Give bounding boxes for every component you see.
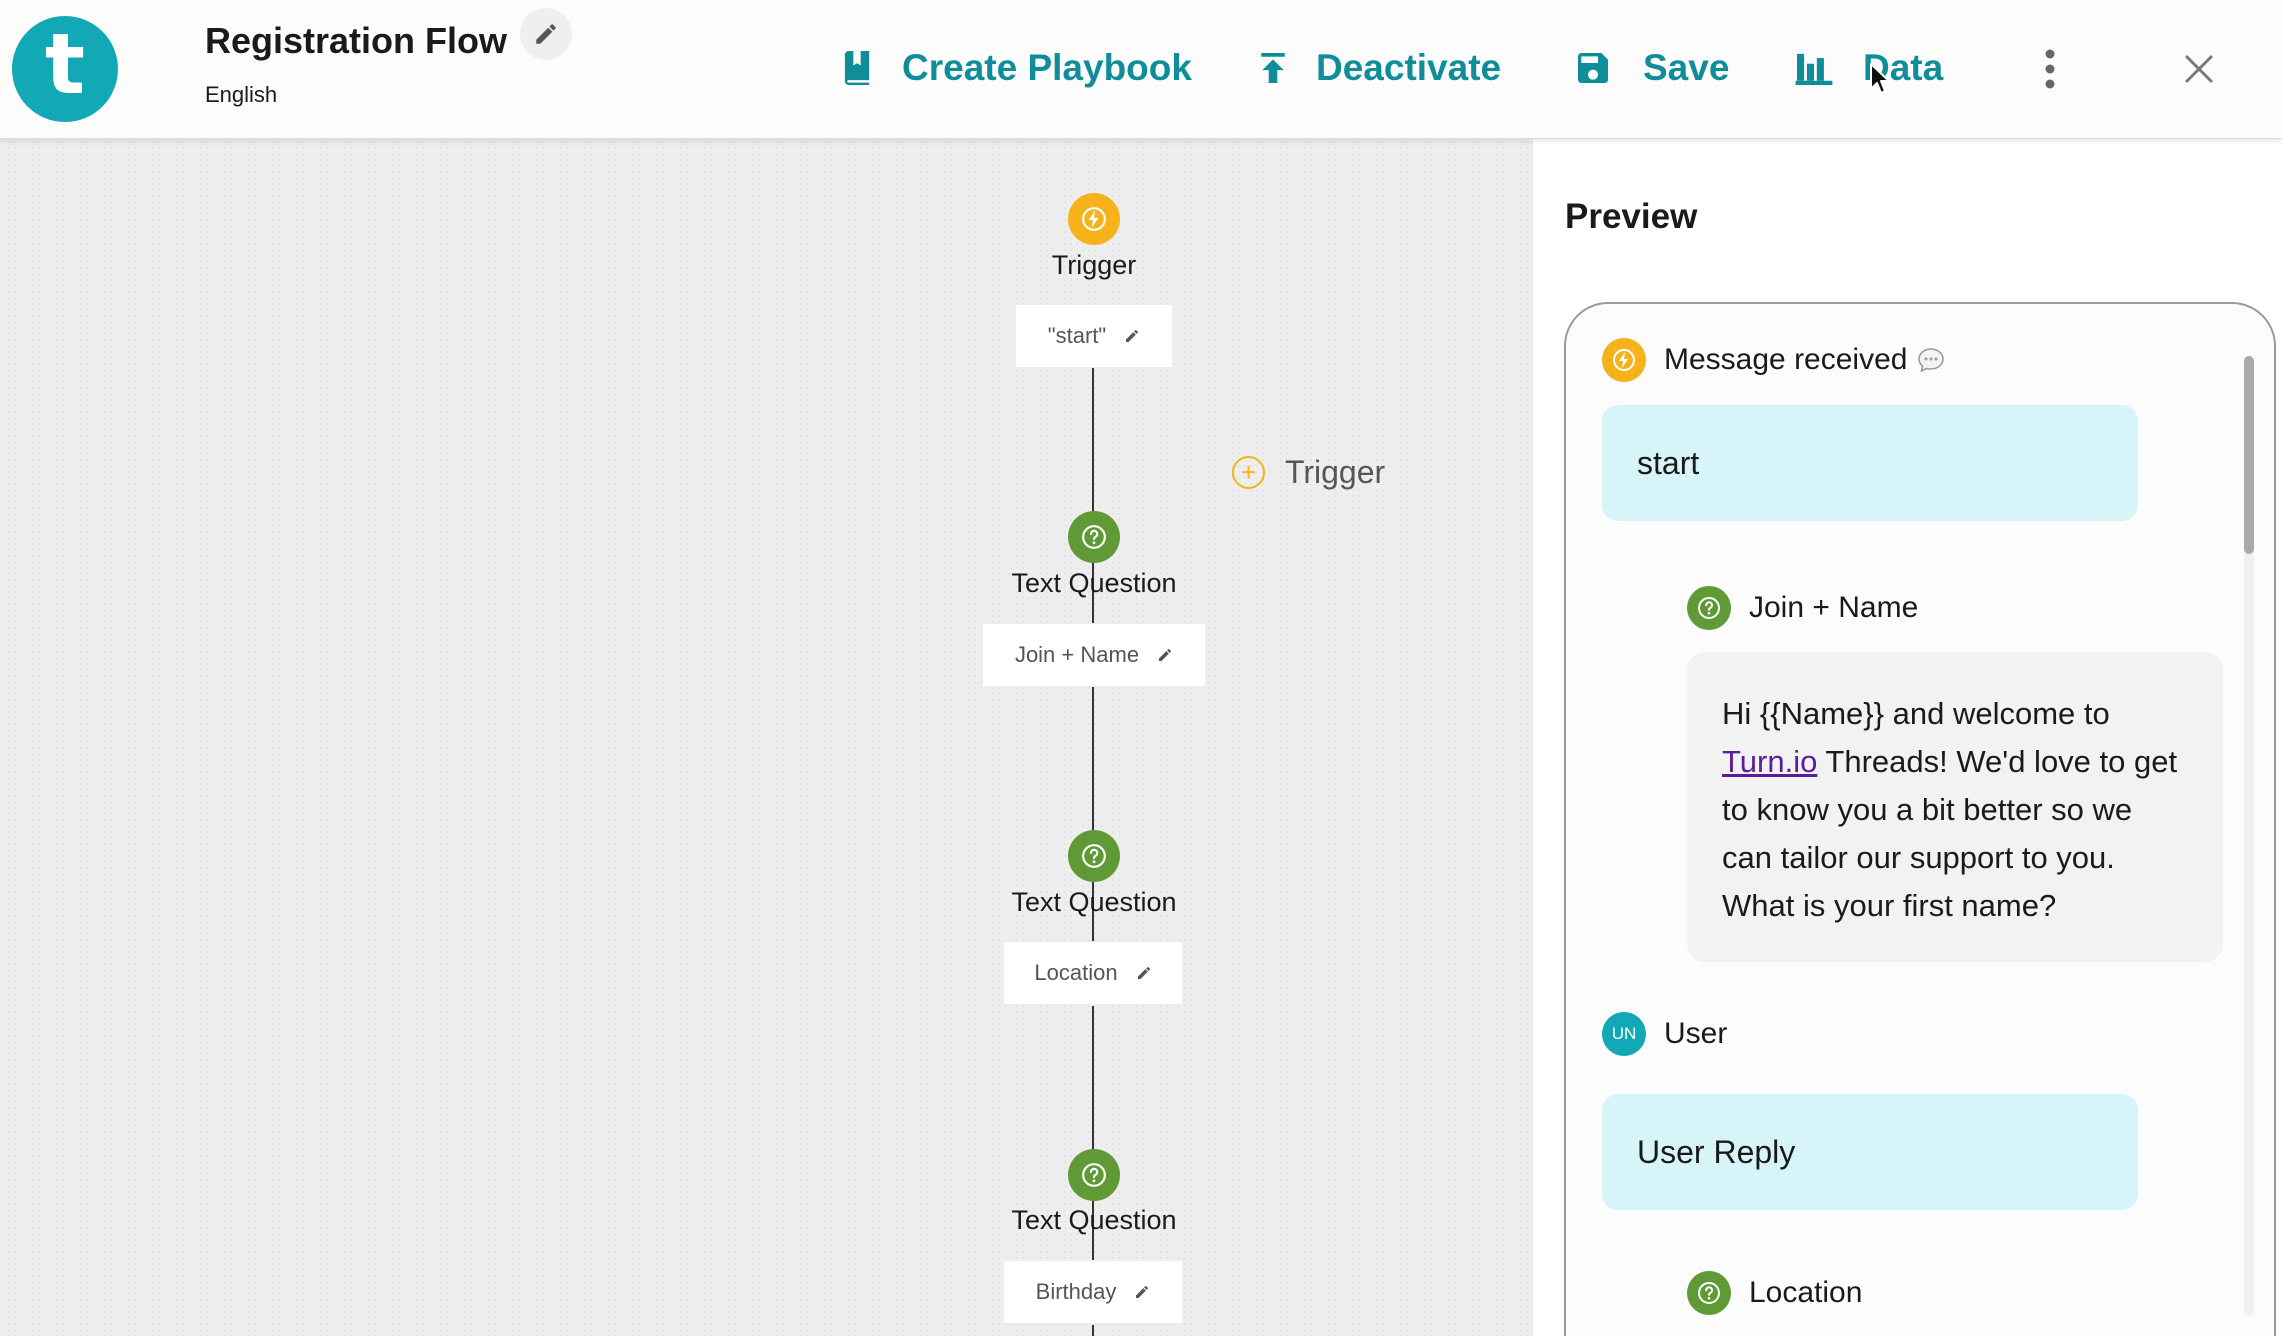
book-icon (844, 51, 870, 85)
node-chip-join-name[interactable]: Join + Name (982, 623, 1206, 687)
pencil-icon (1159, 648, 1172, 661)
question-icon (1082, 525, 1106, 549)
pencil-icon (1126, 329, 1139, 342)
preview-scrollbar[interactable] (2244, 356, 2254, 1316)
top-bar: t Registration Flow English Create Playb… (0, 0, 2282, 139)
node-type-label: Trigger (1051, 250, 1137, 280)
location-step-header: Location (1687, 1271, 1862, 1315)
user-reply-bubble: User Reply (1602, 1094, 2138, 1210)
bot-message-bubble: Hi {{Name}} and welcome to Turn.io Threa… (1687, 652, 2223, 962)
deactivate-label: Deactivate (1316, 47, 1502, 88)
node-chip-birthday[interactable]: Birthday (1003, 1260, 1183, 1324)
question-icon (1082, 1163, 1106, 1187)
create-playbook-label: Create Playbook (902, 47, 1192, 88)
connector-line (1092, 1006, 1094, 1288)
preview-title: Preview (1565, 197, 1698, 236)
connector-line (1092, 368, 1094, 650)
flow-canvas[interactable]: Trigger "start" + Trigger Text Question … (0, 139, 1533, 1336)
message-received-label: Message received (1664, 343, 1908, 376)
question-node-icon[interactable] (1068, 511, 1120, 563)
flow-language: English (205, 82, 278, 107)
join-name-step-label: Join + Name (1749, 591, 1919, 624)
node-chip-label: "start" (1047, 323, 1107, 348)
mouse-cursor-icon (1870, 63, 1890, 94)
bolt-icon (1602, 338, 1646, 382)
received-message-bubble: start (1602, 405, 2138, 521)
kebab-menu-icon (2045, 49, 2055, 89)
pencil-icon (1137, 966, 1150, 979)
user-label: User (1664, 1017, 1728, 1050)
turn-io-link[interactable]: Turn.io (1722, 744, 1818, 779)
location-step-label: Location (1749, 1276, 1863, 1309)
floppy-disk-icon (1578, 53, 1608, 83)
bot-message-text-rest: Threads! We'd love to get to know you a … (1722, 744, 2178, 923)
chat-bubble-icon (1918, 348, 1945, 373)
question-node-icon[interactable] (1068, 830, 1120, 882)
node-chip-start[interactable]: "start" (1015, 304, 1173, 368)
connector-line (1092, 687, 1094, 969)
turn-logo[interactable]: t (12, 16, 118, 122)
pencil-icon (1136, 1285, 1149, 1298)
node-chip-label: Birthday (1035, 1279, 1117, 1304)
add-trigger-button[interactable]: + Trigger (1232, 450, 1385, 494)
node-chip-label: Join + Name (1014, 642, 1140, 667)
join-name-step-header: Join + Name (1687, 586, 1918, 630)
deactivate-button[interactable]: Deactivate (1260, 38, 1501, 98)
message-received-header: Message received (1602, 338, 1945, 382)
add-trigger-label: Trigger (1285, 453, 1386, 490)
save-label: Save (1643, 47, 1730, 88)
node-type-label: Text Question (1011, 568, 1177, 598)
question-icon (1082, 844, 1106, 868)
close-button[interactable] (2178, 48, 2220, 90)
trigger-node-icon[interactable] (1068, 193, 1120, 245)
bolt-icon (1082, 207, 1106, 231)
upload-icon (1261, 53, 1285, 83)
bar-chart-icon (1795, 53, 1833, 85)
more-options-button[interactable] (2030, 44, 2070, 94)
node-type-label: Text Question (1011, 1205, 1177, 1235)
connector-line (1092, 1325, 1094, 1336)
bot-message-text: Hi {{Name}} and welcome to (1722, 696, 2110, 731)
node-type-label: Text Question (1011, 887, 1177, 917)
node-chip-label: Location (1034, 960, 1118, 985)
create-playbook-button[interactable]: Create Playbook (842, 38, 1192, 98)
user-avatar: UN (1602, 1012, 1646, 1056)
preview-panel: Preview Message received start Join + Na… (1533, 139, 2282, 1336)
flow-title: Registration Flow (205, 20, 508, 61)
user-header: UN User (1602, 1012, 1727, 1056)
phone-preview[interactable]: Message received start Join + Name Hi {{… (1564, 302, 2276, 1336)
question-icon (1687, 1271, 1731, 1315)
node-chip-location[interactable]: Location (1003, 941, 1183, 1005)
question-icon (1687, 586, 1731, 630)
edit-title-button[interactable] (520, 8, 572, 60)
pencil-icon (536, 24, 556, 44)
logo-letter: t (44, 15, 86, 113)
scrollbar-thumb[interactable] (2244, 356, 2254, 554)
close-icon (2185, 55, 2213, 83)
plus-icon: + (1232, 455, 1265, 489)
question-node-icon[interactable] (1068, 1149, 1120, 1201)
save-button[interactable]: Save (1573, 38, 1729, 98)
